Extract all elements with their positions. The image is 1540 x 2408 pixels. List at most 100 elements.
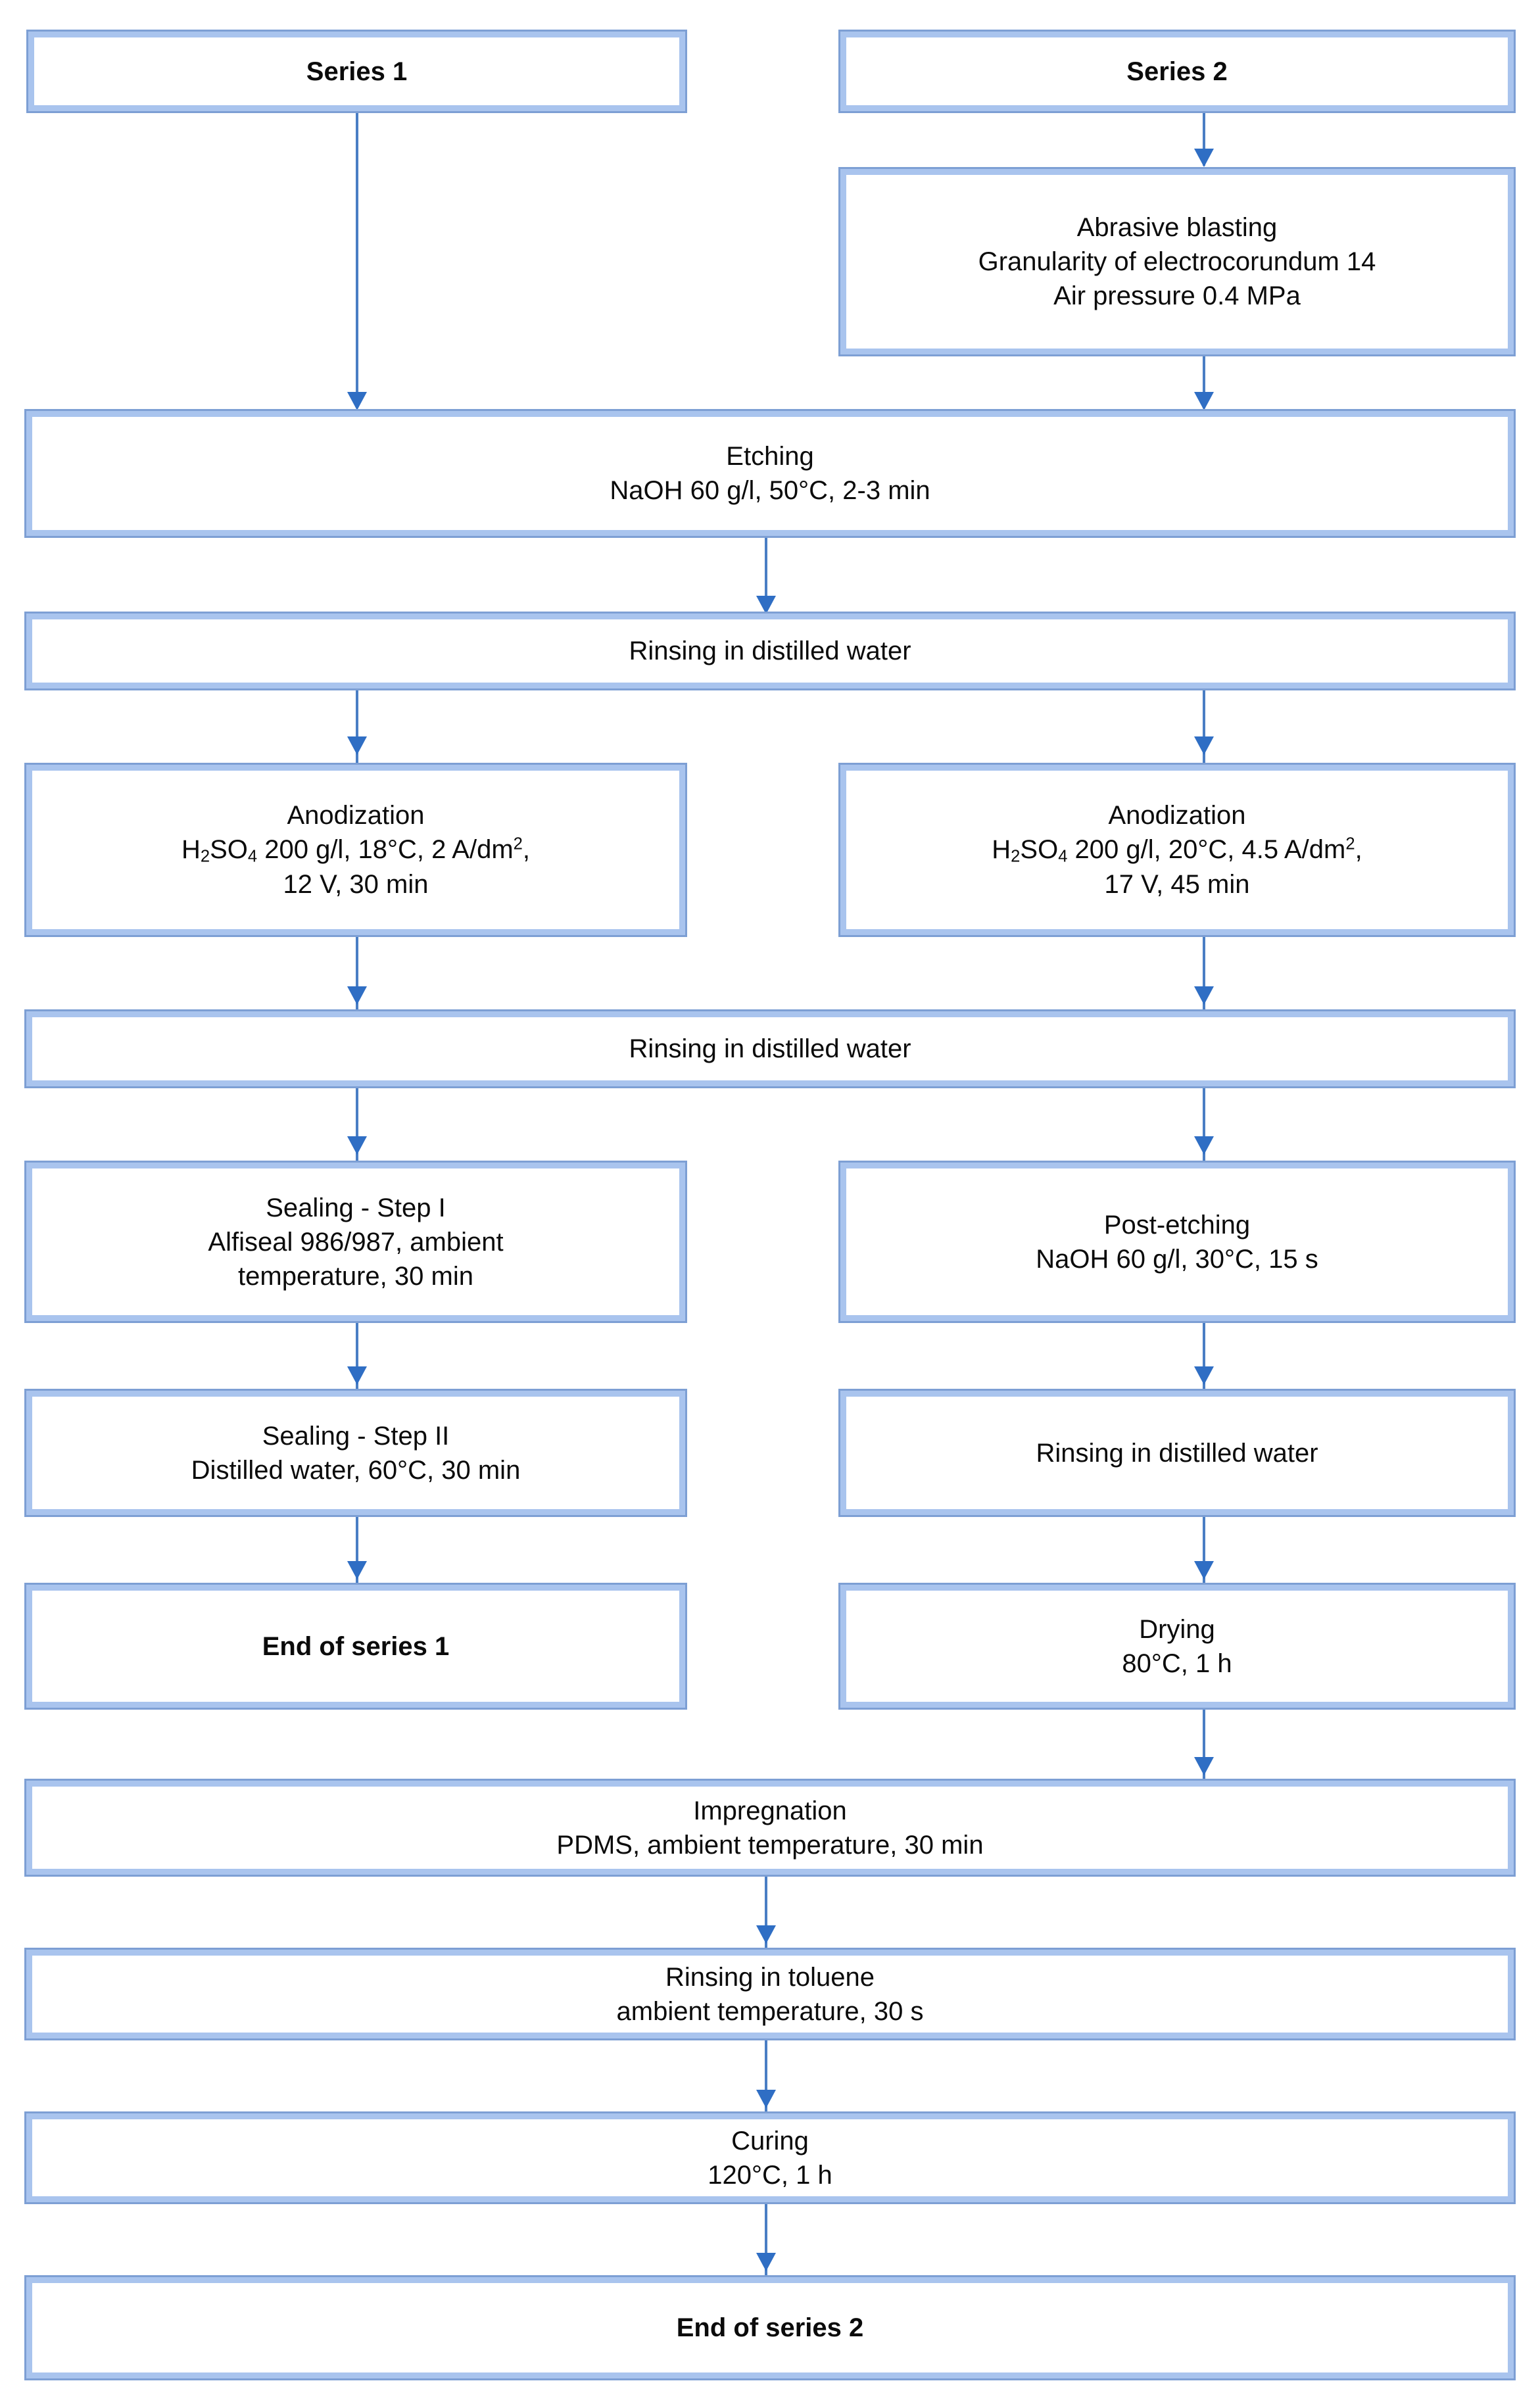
node-sealing-step2-title: Sealing - Step II	[262, 1421, 450, 1451]
node-end-series2-body: End of series 2	[26, 2277, 1514, 2378]
connector-rinsing-toluene-to-curing	[765, 2040, 767, 2111]
node-rinsing-3-label: Rinsing in distilled water	[1036, 1438, 1318, 1468]
node-anodization-1[interactable]: Anodization H2SO4 200 g/l, 18°C, 2 A/dm2…	[24, 763, 687, 937]
arrowhead-sealing-step1-to-step2	[347, 1366, 367, 1385]
node-rinsing-1-body: Rinsing in distilled water	[26, 614, 1514, 688]
arrowhead-anodization1-to-rinsing2	[347, 986, 367, 1005]
node-series1-start[interactable]: Series 1	[26, 30, 687, 113]
node-rinsing-2[interactable]: Rinsing in distilled water	[24, 1009, 1516, 1088]
node-drying[interactable]: Drying 80°C, 1 h	[838, 1583, 1516, 1710]
node-rinsing-3[interactable]: Rinsing in distilled water	[838, 1389, 1516, 1517]
node-drying-body: Drying 80°C, 1 h	[840, 1585, 1514, 1708]
node-etching-body: Etching NaOH 60 g/l, 50°C, 2-3 min	[26, 411, 1514, 536]
node-impregnation-params: PDMS, ambient temperature, 30 min	[556, 1830, 984, 1860]
node-series2-start-body: Series 2	[840, 32, 1514, 111]
node-abrasive-blasting-granularity: Granularity of electrocorundum 14	[978, 247, 1376, 276]
connector-sealing-step2-to-end-series1	[356, 1517, 358, 1583]
anodization-2-formula-sub1: 2	[1011, 847, 1021, 866]
node-anodization-2-params: H2SO4 200 g/l, 20°C, 4.5 A/dm2,	[855, 832, 1499, 868]
node-rinsing-3-body: Rinsing in distilled water	[840, 1391, 1514, 1515]
arrowhead-series2-to-abrasive-blasting	[1194, 149, 1214, 167]
node-sealing-step1-agent: Alfiseal 986/987, ambient	[208, 1227, 504, 1257]
arrowhead-post-etching-to-rinsing3	[1194, 1366, 1214, 1385]
node-abrasive-blasting-title: Abrasive blasting	[1076, 213, 1278, 242]
arrowhead-series1-to-etching	[347, 392, 367, 410]
node-curing[interactable]: Curing 120°C, 1 h	[24, 2111, 1516, 2204]
anodization-1-params-tail: ,	[522, 834, 531, 864]
node-end-series2[interactable]: End of series 2	[24, 2275, 1516, 2380]
connector-drying-to-impregnation	[1203, 1710, 1205, 1779]
arrowhead-anodization2-to-rinsing2	[1194, 986, 1214, 1005]
arrowhead-etching-to-rinsing1	[756, 596, 776, 614]
node-curing-body: Curing 120°C, 1 h	[26, 2113, 1514, 2202]
node-abrasive-blasting[interactable]: Abrasive blasting Granularity of electro…	[838, 167, 1516, 356]
node-anodization-2[interactable]: Anodization H2SO4 200 g/l, 20°C, 4.5 A/d…	[838, 763, 1516, 937]
node-series1-start-body: Series 1	[28, 32, 685, 111]
node-abrasive-blasting-body: Abrasive blasting Granularity of electro…	[840, 169, 1514, 354]
node-rinsing-1[interactable]: Rinsing in distilled water	[24, 612, 1516, 690]
node-rinsing-toluene[interactable]: Rinsing in toluene ambient temperature, …	[24, 1948, 1516, 2040]
connector-anodization2-to-rinsing2	[1203, 937, 1205, 1009]
node-end-series1[interactable]: End of series 1	[24, 1583, 687, 1710]
arrowhead-impregnation-to-rinsing-toluene	[756, 1925, 776, 1944]
arrowhead-curing-to-end-series2	[756, 2253, 776, 2271]
connector-series1-to-etching	[356, 112, 358, 395]
connector-sealing-step1-to-step2	[356, 1323, 358, 1389]
connector-series2-to-abrasive-blasting	[1203, 112, 1205, 166]
node-sealing-step2[interactable]: Sealing - Step II Distilled water, 60°C,…	[24, 1389, 687, 1517]
arrowhead-rinsing2-to-post-etching	[1194, 1136, 1214, 1155]
node-rinsing-toluene-params: ambient temperature, 30 s	[616, 1996, 924, 2026]
node-post-etching-body: Post-etching NaOH 60 g/l, 30°C, 15 s	[840, 1163, 1514, 1321]
node-etching-params: NaOH 60 g/l, 50°C, 2-3 min	[610, 476, 930, 505]
node-post-etching-params: NaOH 60 g/l, 30°C, 15 s	[1036, 1244, 1318, 1274]
node-rinsing-toluene-body: Rinsing in toluene ambient temperature, …	[26, 1950, 1514, 2038]
node-anodization-2-title: Anodization	[1108, 800, 1246, 830]
arrowhead-drying-to-impregnation	[1194, 1757, 1214, 1775]
node-drying-title: Drying	[1139, 1614, 1215, 1644]
node-series2-start[interactable]: Series 2	[838, 30, 1516, 113]
connector-anodization1-to-rinsing2	[356, 937, 358, 1009]
node-sealing-step2-body: Sealing - Step II Distilled water, 60°C,…	[26, 1391, 685, 1515]
connector-rinsing1-to-anodization1	[356, 690, 358, 763]
node-curing-params: 120°C, 1 h	[708, 2160, 832, 2190]
connector-post-etching-to-rinsing3	[1203, 1323, 1205, 1389]
connector-etching-to-rinsing1	[765, 538, 767, 612]
node-sealing-step1-conditions: temperature, 30 min	[238, 1261, 473, 1291]
node-anodization-2-voltage: 17 V, 45 min	[1104, 870, 1250, 900]
node-curing-title: Curing	[731, 2126, 809, 2155]
connector-rinsing3-to-drying	[1203, 1517, 1205, 1583]
anodization-1-formula-h: H	[181, 834, 201, 864]
node-anodization-1-params: H2SO4 200 g/l, 18°C, 2 A/dm2,	[41, 832, 670, 868]
arrowhead-sealing-step2-to-end-series1	[347, 1561, 367, 1579]
node-impregnation[interactable]: Impregnation PDMS, ambient temperature, …	[24, 1779, 1516, 1877]
node-sealing-step1-body: Sealing - Step I Alfiseal 986/987, ambie…	[26, 1163, 685, 1321]
anodization-2-formula-sub2: 4	[1058, 847, 1068, 866]
node-end-series1-label: End of series 1	[262, 1631, 450, 1661]
anodization-2-params-rest: 200 g/l, 20°C, 4.5 A/dm	[1067, 834, 1346, 864]
node-impregnation-title: Impregnation	[693, 1796, 847, 1825]
anodization-2-params-tail: ,	[1355, 834, 1362, 864]
anodization-1-formula-so: SO	[210, 834, 248, 864]
node-etching-title: Etching	[726, 442, 814, 471]
node-impregnation-body: Impregnation PDMS, ambient temperature, …	[26, 1781, 1514, 1875]
node-rinsing-2-body: Rinsing in distilled water	[26, 1011, 1514, 1086]
arrowhead-rinsing3-to-drying	[1194, 1561, 1214, 1579]
arrowhead-rinsing2-to-sealing-step1	[347, 1136, 367, 1155]
node-anodization-2-body: Anodization H2SO4 200 g/l, 20°C, 4.5 A/d…	[840, 765, 1514, 935]
anodization-1-params-rest: 200 g/l, 18°C, 2 A/dm	[257, 834, 514, 864]
node-etching[interactable]: Etching NaOH 60 g/l, 50°C, 2-3 min	[24, 409, 1516, 538]
connector-rinsing1-to-anodization2	[1203, 690, 1205, 763]
node-abrasive-blasting-pressure: Air pressure 0.4 MPa	[1053, 281, 1301, 310]
node-sealing-step1[interactable]: Sealing - Step I Alfiseal 986/987, ambie…	[24, 1161, 687, 1323]
node-post-etching-title: Post-etching	[1103, 1210, 1251, 1240]
anodization-1-params-sup: 2	[513, 834, 523, 854]
node-rinsing-2-label: Rinsing in distilled water	[629, 1034, 911, 1063]
node-rinsing-1-label: Rinsing in distilled water	[629, 637, 911, 665]
anodization-1-formula-sub1: 2	[200, 847, 210, 866]
node-series2-start-label: Series 2	[1126, 57, 1228, 86]
arrowhead-abrasive-blasting-to-etching	[1194, 392, 1214, 410]
node-post-etching[interactable]: Post-etching NaOH 60 g/l, 30°C, 15 s	[838, 1161, 1516, 1323]
connector-curing-to-end-series2	[765, 2204, 767, 2275]
node-anodization-1-body: Anodization H2SO4 200 g/l, 18°C, 2 A/dm2…	[26, 765, 685, 935]
